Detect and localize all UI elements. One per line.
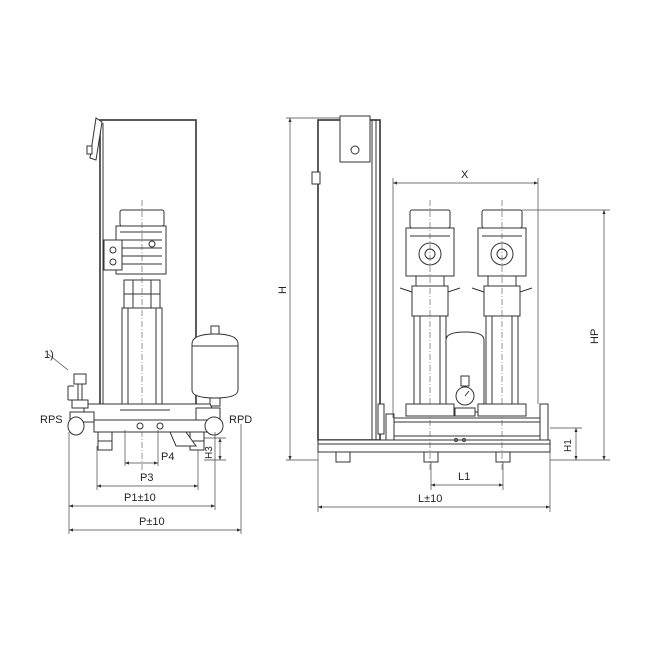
note-label: 1)	[44, 349, 54, 361]
rpd-label: RPD	[229, 414, 252, 426]
l-label: L±10	[418, 493, 442, 505]
h3-label: H3	[204, 446, 215, 459]
side-suction-flange	[67, 416, 85, 436]
side-cabinet-lid	[89, 117, 103, 161]
front-base-frame	[317, 439, 551, 453]
h1-label: H1	[563, 439, 574, 452]
h-label: H	[277, 286, 289, 294]
p-label: P±10	[139, 516, 165, 528]
side-frame	[93, 419, 211, 433]
side-discharge-flange	[204, 416, 224, 436]
side-pump-base	[83, 403, 215, 421]
front-pump-2	[471, 200, 533, 470]
p4-label: P4	[161, 451, 174, 463]
front-manifold	[393, 417, 541, 437]
side-pressure-vessel	[191, 333, 239, 399]
hp-label: HP	[589, 329, 601, 344]
side-view: 1) RPS RPD P4 P3 P1±10 P±10 H3	[40, 117, 252, 534]
rps-label: RPS	[40, 414, 63, 426]
front-main-switch	[339, 115, 371, 163]
l1-label: L1	[458, 471, 470, 483]
x-label: X	[461, 169, 469, 181]
front-pressure-vessel	[445, 331, 485, 413]
front-view: H X HP H1 L1 L±10	[277, 115, 610, 512]
main-switch-knob-icon	[350, 145, 360, 155]
front-pump-1	[399, 200, 461, 470]
side-pressure-switch	[73, 373, 87, 385]
p3-label: P3	[140, 472, 153, 484]
front-cabinet	[317, 119, 381, 441]
side-terminal-box	[103, 239, 123, 271]
p1-label: P1±10	[124, 492, 156, 504]
pump-2-fan-icon	[490, 242, 514, 266]
side-motor	[115, 225, 167, 275]
pump-1-fan-icon	[418, 242, 442, 266]
